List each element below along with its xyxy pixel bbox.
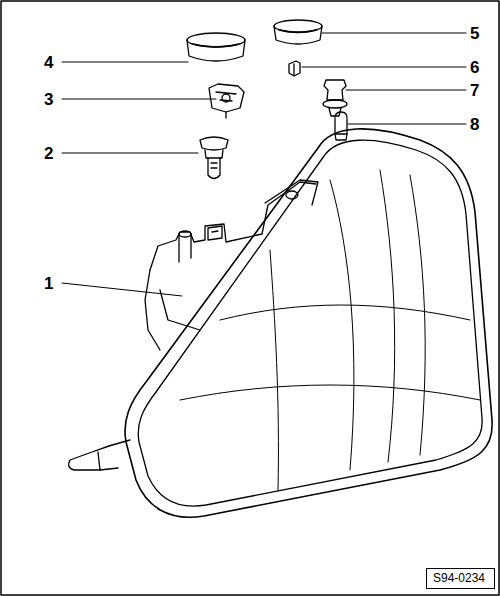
callout-number: 2 [44, 145, 53, 162]
callout-number: 6 [470, 59, 479, 76]
callout-number: 4 [44, 54, 53, 71]
headlight-lens [125, 129, 492, 517]
clip [289, 61, 300, 76]
callout-number: 8 [470, 116, 479, 133]
figure-code-box: S94-0234 [426, 568, 495, 589]
main-bulb [200, 137, 228, 179]
bulb-holder [323, 80, 347, 116]
spring-clip [209, 84, 244, 118]
callout-number: 5 [470, 25, 479, 42]
callout-number: 1 [44, 275, 53, 292]
cover-cap-large [187, 33, 245, 61]
cover-cap-small [274, 20, 322, 44]
leader-lines [62, 33, 466, 296]
headlight-housing [69, 180, 318, 470]
bulb-small [335, 112, 347, 140]
callout-number: 3 [44, 91, 53, 108]
callout-number: 7 [470, 82, 479, 99]
figure-code: S94-0234 [433, 572, 488, 585]
